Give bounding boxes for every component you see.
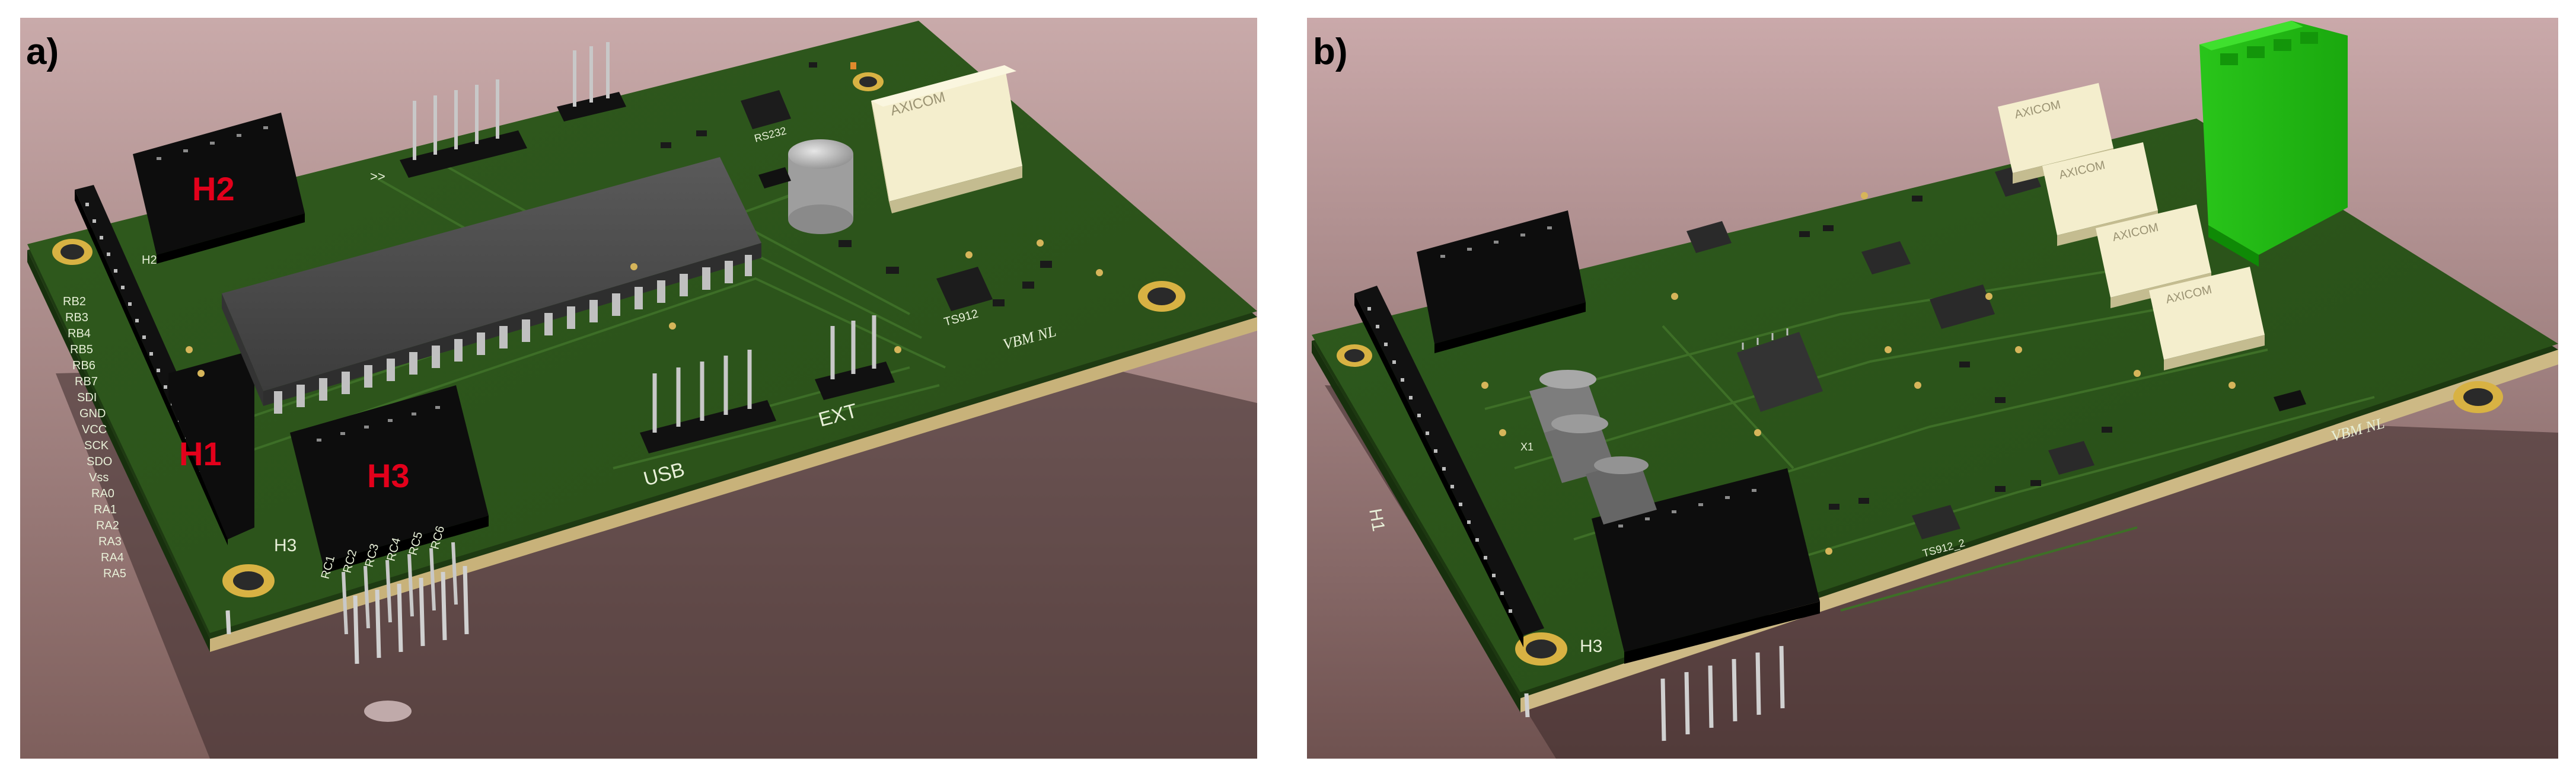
header-h1: H1	[75, 185, 254, 545]
crystal-oscillators: X1	[1520, 370, 1657, 525]
header-h2	[1417, 210, 1586, 353]
pin-label: RA0	[91, 487, 114, 500]
electrolytic-capacitor	[788, 139, 853, 234]
pin-label: RB7	[75, 375, 98, 388]
h3-label: H3	[367, 457, 410, 494]
h2-silk: H2	[142, 254, 157, 267]
mounting-hole	[1138, 281, 1185, 312]
mounting-hole	[853, 72, 884, 91]
header-h3: H3	[1580, 468, 1820, 664]
pin-label: Vss	[89, 471, 109, 484]
relay: AXICOM	[871, 65, 1022, 213]
header-h1: H1	[1354, 286, 1544, 647]
pin-label: RA2	[96, 519, 119, 532]
pin-label: SDO	[87, 455, 112, 468]
solder-vias	[186, 239, 1103, 377]
panel-a-label: a)	[26, 31, 59, 72]
transistor	[758, 167, 791, 188]
mounting-hole	[52, 239, 93, 265]
shadow-hole	[364, 701, 412, 722]
pin-label: SDI	[77, 391, 97, 404]
pin-label: SCK	[84, 439, 109, 452]
h3-side-label: H3	[1580, 637, 1602, 656]
panel-a-pcb-render: RB2 RB3 RB4 RB5 RB6 RB7 SDI GND VCC SCK …	[20, 18, 1257, 759]
mounting-hole	[1337, 344, 1372, 367]
pcb-render-a: RB2 RB3 RB4 RB5 RB6 RB7 SDI GND VCC SCK …	[20, 18, 1257, 759]
mounting-hole	[1515, 632, 1567, 666]
pin-header-top: >>	[370, 79, 527, 184]
pin-header-top-right	[557, 42, 626, 121]
pin-label: RB4	[68, 327, 91, 340]
soic-chips	[1686, 162, 2094, 539]
pin-label: RA5	[103, 567, 126, 580]
arrow-label: >>	[370, 169, 385, 184]
mounting-hole	[2453, 381, 2503, 413]
solder-vias	[1481, 192, 2236, 555]
pin-label: RA3	[98, 535, 122, 548]
pin-label: RA1	[94, 503, 117, 516]
header-h3: H3 H3 RC1 RC2 RC3 RC4 RC5 RC6	[274, 385, 489, 635]
smd-components	[1799, 196, 2112, 510]
pin-label: VCC	[82, 423, 107, 436]
microcontroller-dip40	[222, 157, 761, 414]
smd-components	[661, 62, 1052, 306]
terminal-block-connector	[2199, 21, 2348, 267]
pin-label: RB5	[70, 343, 93, 356]
header-h2: H2 H2	[133, 113, 305, 267]
h1-side-label: H1	[1365, 507, 1388, 533]
board-side	[210, 317, 1257, 652]
panel-b-label: b)	[1313, 31, 1348, 72]
h3-side-label: H3	[274, 536, 297, 555]
pin-label: RB3	[65, 311, 88, 324]
bottom-pins	[1524, 645, 1785, 741]
h1-pin-labels: RB2 RB3 RB4 RB5 RB6 RB7 SDI GND VCC SCK …	[63, 295, 126, 580]
crystal-label: X1	[1520, 441, 1534, 453]
h1-label: H1	[179, 435, 222, 472]
bottom-pins	[225, 565, 469, 664]
panel-b-pcb-render: H1 H3	[1307, 18, 2558, 759]
mounting-hole	[222, 564, 275, 597]
pin-label: RB6	[72, 359, 95, 372]
pin-label: RB2	[63, 295, 86, 308]
h2-label: H2	[192, 170, 235, 207]
pcb-render-b: H1 H3	[1307, 18, 2558, 759]
pin-label: GND	[79, 407, 106, 420]
relay: AXICOM	[2149, 267, 2265, 370]
pin-label: RA4	[101, 551, 124, 564]
